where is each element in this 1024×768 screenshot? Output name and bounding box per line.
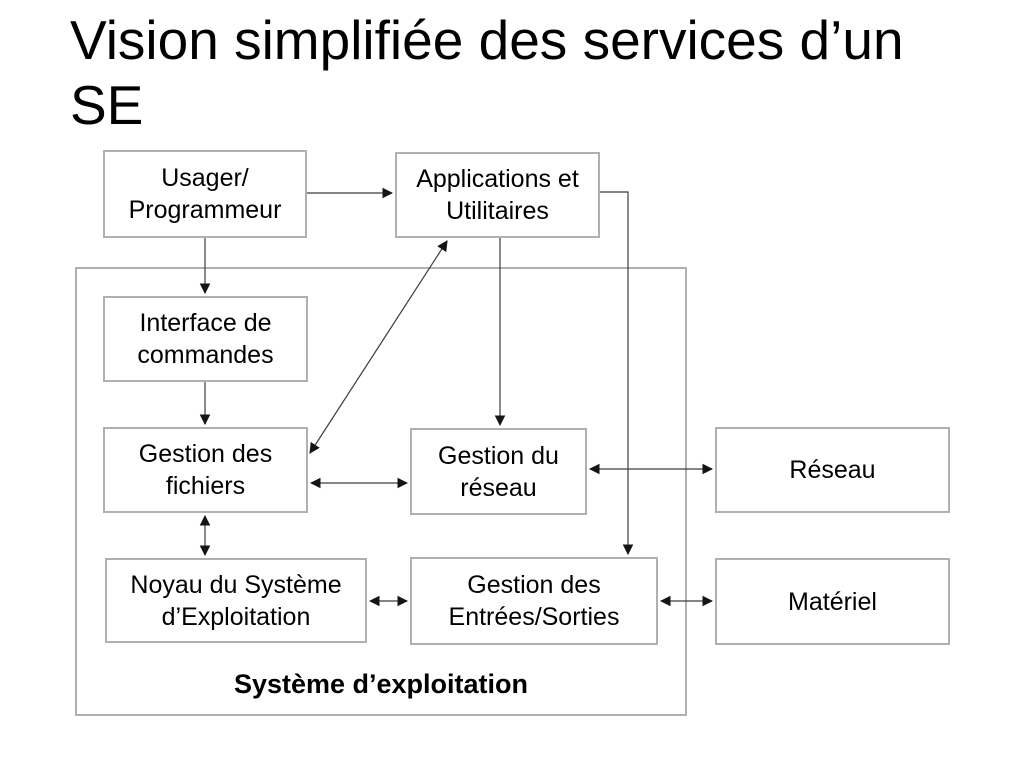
node-materiel-line1: Matériel	[788, 587, 877, 616]
node-gestion-entrees-sorties: Gestion des Entrées/Sorties	[410, 557, 658, 645]
os-container-label: Système d’exploitation	[233, 669, 529, 699]
node-gestion-reseau-line2: réseau	[460, 473, 537, 502]
node-interface-line2: commandes	[137, 341, 274, 369]
node-applications-utilitaires: Applications et Utilitaires	[395, 152, 600, 238]
os-container-box: Système d’exploitation	[75, 267, 687, 716]
node-materiel: Matériel	[715, 558, 950, 645]
node-usager-line2: Programmeur	[128, 196, 282, 224]
node-usager-programmeur: Usager/ Programmeur	[103, 150, 307, 238]
node-gestion-reseau: Gestion du réseau	[410, 428, 587, 515]
node-applications-line2: Utilitaires	[446, 197, 549, 225]
node-entrees-sorties-line2: Entrées/Sorties	[448, 603, 620, 631]
node-usager-line1: Usager/	[161, 164, 249, 192]
node-entrees-sorties-line1: Gestion des	[467, 571, 601, 599]
node-gestion-reseau-line1: Gestion du	[438, 441, 559, 470]
node-applications-line1: Applications et	[416, 165, 579, 193]
node-fichiers-line1: Gestion des	[138, 440, 273, 468]
node-noyau-systeme-exploitation: Noyau du Système d’Exploitation	[105, 558, 367, 643]
node-reseau-line1: Réseau	[789, 456, 876, 484]
node-noyau-line1: Noyau du Système	[130, 570, 342, 599]
page-title-line1: Vision simplifiée des services d’un	[70, 9, 904, 71]
page-title: Vision simplifiée des services d’un SE	[70, 8, 904, 138]
node-interface-commandes: Interface de commandes	[103, 296, 308, 382]
node-fichiers-line2: fichiers	[165, 472, 246, 500]
node-interface-line1: Interface de	[139, 309, 272, 337]
node-gestion-fichiers: Gestion des fichiers	[103, 427, 308, 513]
page-title-line2: SE	[70, 74, 144, 136]
node-reseau: Réseau	[715, 427, 950, 513]
node-noyau-line2: d’Exploitation	[161, 602, 311, 631]
